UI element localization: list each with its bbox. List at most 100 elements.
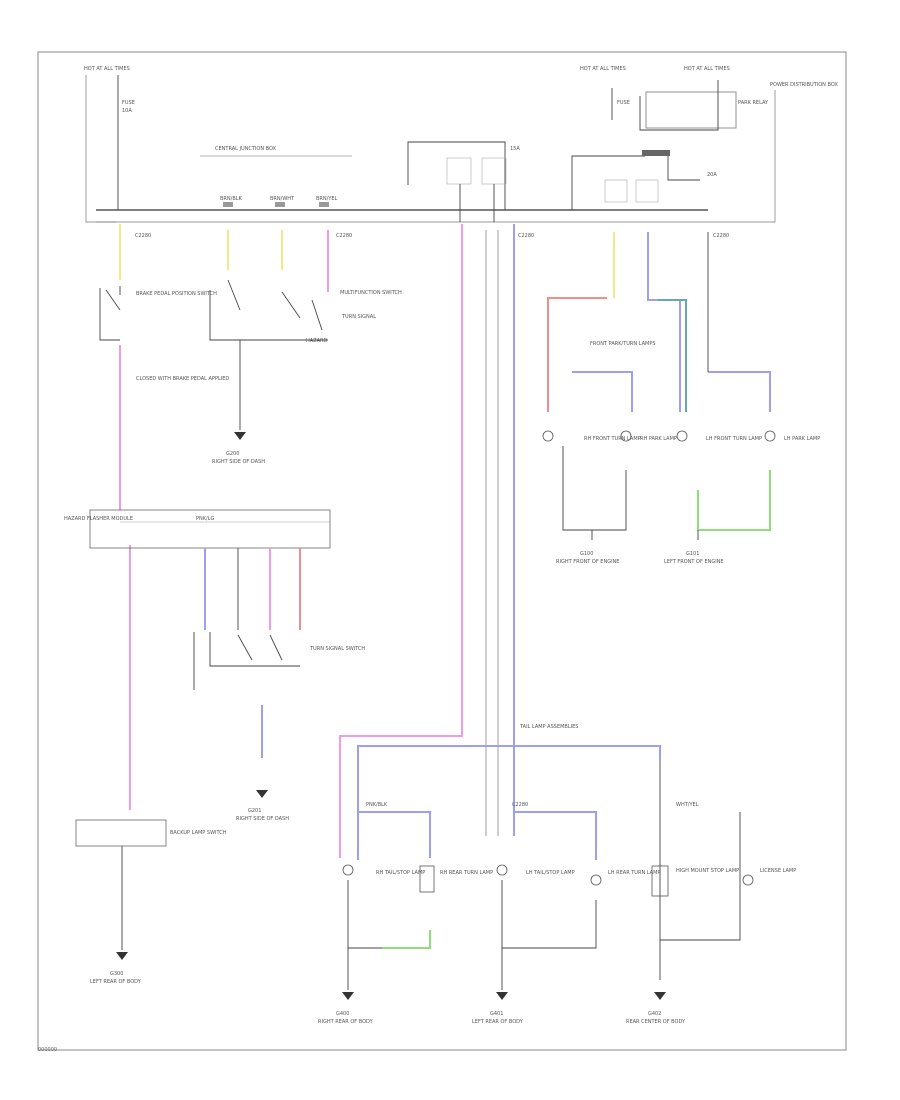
hot-label-mid: HOT AT ALL TIMES (580, 66, 626, 72)
mf-hazard-label: HAZARD (306, 338, 328, 344)
lh-tail-label: LH TAIL/STOP LAMP (526, 870, 575, 876)
relay-connector (642, 150, 670, 156)
rh-turn-label: RH REAR TURN LAMP (440, 870, 493, 876)
lh-front-turn-label: LH FRONT TURN LAMP (706, 436, 762, 442)
ground-rh-label: G100 (580, 551, 593, 557)
rh-front-turn-label: RH FRONT TURN LAMP (584, 436, 641, 442)
mf-bracket (209, 290, 328, 341)
wire-blue-rear-mid (514, 811, 597, 860)
license-label: LICENSE LAMP (760, 868, 796, 874)
lh-turn-lamp-symbol (590, 874, 602, 886)
fuse-box-b (481, 157, 507, 185)
rear-left-ground (347, 880, 382, 949)
ground-symbol-c (654, 992, 666, 1000)
wire-blue-front-3 (708, 371, 771, 412)
left-column: BRAKE PEDAL POSITION SWITCH CLOSED WITH … (64, 224, 402, 985)
rh-tail-label: RH TAIL/STOP LAMP (376, 870, 425, 876)
mf-switch-label: MULTIFUNCTION SWITCH (340, 290, 402, 296)
connector-label-4: C2280 (713, 233, 729, 239)
flasher-inner-label: PNK/LG (196, 516, 215, 522)
lh-tail-lamp-symbol (496, 864, 508, 876)
ground-symbol-2 (256, 790, 268, 798)
bus-taps (223, 202, 329, 207)
fuse-amp-3: 20A (707, 172, 717, 178)
fuse-left-amp: 10A (122, 108, 132, 114)
relay-out (667, 156, 700, 181)
connector-label-3: C2280 (518, 233, 534, 239)
turn-switch-label: TURN SIGNAL SWITCH (309, 646, 365, 652)
wire-red-front (547, 297, 607, 412)
backup-label: BACKUP LAMP SWITCH (170, 830, 227, 836)
wire-green-rear-left (382, 930, 431, 949)
brake-note-label: CLOSED WITH BRAKE PEDAL APPLIED (136, 376, 229, 382)
fuse-mid-label: FUSE (617, 100, 630, 106)
ground-b-note: LEFT REAR OF BODY (472, 1019, 524, 1025)
ground-b-label: G401 (490, 1011, 503, 1017)
wire-blue-front (647, 232, 681, 412)
connector-label-1: C2280 (135, 233, 151, 239)
ground-a-note: RIGHT REAR OF BODY (318, 1019, 374, 1025)
lh-park-label: LH PARK LAMP (784, 436, 820, 442)
ground-c-label: G402 (648, 1011, 661, 1017)
footer-reference: 000000 (38, 1047, 58, 1053)
front-group-label: FRONT PARK/TURN LAMPS (590, 341, 656, 347)
flasher-label: HAZARD FLASHER MODULE (64, 516, 133, 522)
rear-bus-label-1: PNK/BLK (366, 802, 388, 808)
ground2-label: G201 (248, 808, 261, 814)
turn-switch-contacts (237, 634, 283, 661)
ground-rh-note: RIGHT FRONT OF ENGINE (556, 559, 619, 565)
chmsl-symbol (651, 865, 669, 897)
chmsl-label: HIGH MOUNT STOP LAMP (676, 868, 739, 874)
fuse-box-c (604, 179, 628, 203)
ground1-note: RIGHT SIDE OF DASH (212, 459, 265, 465)
bus-label-3: BRN/YEL (316, 196, 338, 202)
rh-park-label: RH PARK LAMP (640, 436, 677, 442)
ground-symbol-b (496, 992, 508, 1000)
lh-turn-label: LH REAR TURN LAMP (608, 870, 660, 876)
rh-turn-lamp-symbol (419, 865, 435, 893)
hot-label-left: HOT AT ALL TIMES (84, 66, 130, 72)
center-bar-note: CENTRAL JUNCTION BOX (215, 146, 277, 152)
front-lamp-symbols (542, 430, 776, 442)
wire-green-front-ground (697, 470, 771, 531)
secondary-bus (96, 90, 776, 223)
ground-symbol-1 (234, 432, 246, 440)
connector-label-2: C2280 (336, 233, 352, 239)
relay-note: PARK RELAY (738, 100, 769, 106)
bus-label-1: BRN/BLK (220, 196, 243, 202)
ground-symbol-3 (116, 952, 128, 960)
brake-switch-symbol (105, 286, 121, 311)
ground2-note: RIGHT SIDE OF DASH (236, 816, 289, 822)
fuse-drops (459, 184, 495, 222)
mf-turn-label: TURN SIGNAL (341, 314, 376, 320)
front-lamps: FRONT PARK/TURN LAMPS RH FRONT TURN LAMP… (542, 232, 820, 565)
turn-switch-bracket (193, 632, 300, 690)
junction-top-loop (407, 141, 506, 210)
center-feeds: TAIL LAMP ASSEMBLIES (339, 224, 661, 860)
rear-lamps: RH TAIL/STOP LAMP RH REAR TURN LAMP G400… (318, 760, 796, 1025)
rear-header: TAIL LAMP ASSEMBLIES (519, 724, 578, 730)
box-note: POWER DISTRIBUTION BOX (770, 82, 838, 88)
wire-blue-rear-feed (357, 745, 661, 860)
ground1-label: G200 (226, 451, 239, 457)
ground-lh-note: LEFT FRONT OF ENGINE (664, 559, 724, 565)
fuse-left-label: FUSE (122, 100, 135, 106)
rear-mid-ground (501, 880, 597, 949)
relay-feed (571, 155, 645, 210)
brake-switch-label: BRAKE PEDAL POSITION SWITCH (136, 291, 217, 297)
ground3-label: G300 (110, 971, 123, 977)
rh-tail-lamp-symbol (342, 864, 354, 876)
brake-switch-bracket (99, 288, 120, 341)
wire-grey-center (485, 230, 499, 836)
rh-front-ground-loop (562, 446, 627, 531)
ground-a-label: G400 (336, 1011, 349, 1017)
ground-symbol-a (342, 992, 354, 1000)
flasher-module-box (89, 509, 331, 549)
mf-contacts (227, 279, 323, 331)
wire-teal-front (658, 299, 687, 412)
backup-switch-box (75, 819, 167, 847)
hot-label-right: HOT AT ALL TIMES (684, 66, 730, 72)
ground-c-note: REAR CENTER OF BODY (626, 1019, 686, 1025)
fuse-amp-2: 15A (510, 146, 520, 152)
